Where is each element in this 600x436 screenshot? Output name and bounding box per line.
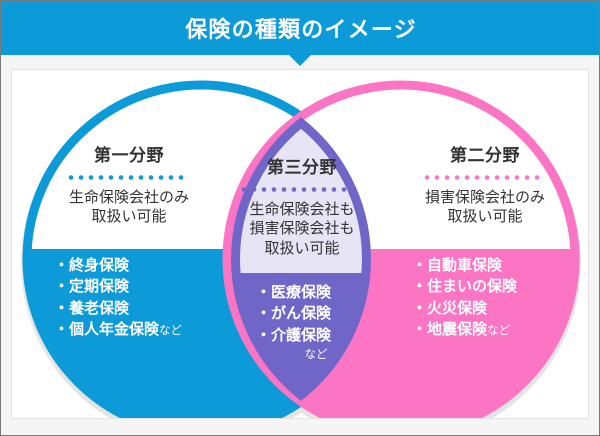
- list-item: ・個人年金保険など: [54, 319, 229, 340]
- list-item: ・介護保険: [256, 325, 332, 344]
- region-field-2: 第二分野 損害保険会社のみ 取扱い可能: [390, 146, 580, 227]
- page-title: 保険の種類のイメージ: [185, 18, 417, 43]
- field-3-desc-line-3: 取扱い可能: [264, 238, 340, 257]
- diagram-card: 第一分野 生命保険会社のみ 取扱い可能 ・終身保険 ・定期保険 ・養老保険 ・個…: [11, 69, 589, 419]
- field-1-desc-line-2: 取扱い可能: [91, 207, 167, 226]
- field-3-dotted-rule: [241, 186, 357, 192]
- header-bar: 保険の種類のイメージ: [1, 1, 599, 55]
- header-notch-icon: [289, 55, 311, 66]
- list-item: ・養老保険: [54, 298, 130, 317]
- list-item: ・火災保険: [412, 298, 488, 317]
- region-field-1: 第一分野 生命保険会社のみ 取扱い可能: [34, 146, 224, 227]
- list-item-suffix: など: [487, 322, 511, 337]
- list-item: ・定期保険: [54, 277, 130, 296]
- field-1-item-list: ・終身保険 ・定期保険 ・養老保険 ・個人年金保険など: [54, 255, 229, 340]
- field-2-heading: 第二分野: [450, 146, 520, 166]
- list-item: ・住まいの保険: [412, 277, 518, 296]
- list-item: ・地震保険など: [412, 319, 587, 340]
- list-item: ・がん保険: [256, 304, 332, 323]
- field-3-desc-line-2: 損害保険会社も: [249, 219, 355, 238]
- list-item-suffix: など: [159, 322, 183, 337]
- lens-outline: [231, 117, 371, 401]
- field-3-item-list: ・医療保険 ・がん保険 ・介護保険 など: [256, 282, 376, 362]
- list-item: ・医療保険: [256, 283, 332, 301]
- list-item-label: ・個人年金保険: [54, 319, 160, 338]
- field-2-desc-line-1: 損害保険会社のみ: [424, 188, 545, 207]
- region-field-3: 第三分野 生命保険会社も 損害保険会社も 取扱い可能: [224, 158, 380, 258]
- field-3-heading: 第三分野: [267, 158, 337, 178]
- circle-right-outline: [222, 80, 580, 418]
- field-1-dotted-rule: [68, 174, 184, 180]
- list-item: ・終身保険: [54, 256, 130, 274]
- field-1-heading: 第一分野: [94, 146, 164, 166]
- field-2-item-list: ・自動車保険 ・住まいの保険 ・火災保険 ・地震保険など: [412, 255, 587, 340]
- list-item-label: ・地震保険: [412, 319, 488, 338]
- field-2-desc-line-2: 取扱い可能: [447, 207, 523, 226]
- field-3-desc-line-1: 生命保険会社も: [249, 200, 355, 219]
- field-2-dotted-rule: [424, 174, 540, 180]
- list-item-suffix: など: [304, 346, 328, 361]
- venn-diagram: [21, 80, 581, 418]
- field-1-desc-line-1: 生命保険会社のみ: [68, 188, 189, 207]
- list-item: ・自動車保険: [412, 256, 503, 274]
